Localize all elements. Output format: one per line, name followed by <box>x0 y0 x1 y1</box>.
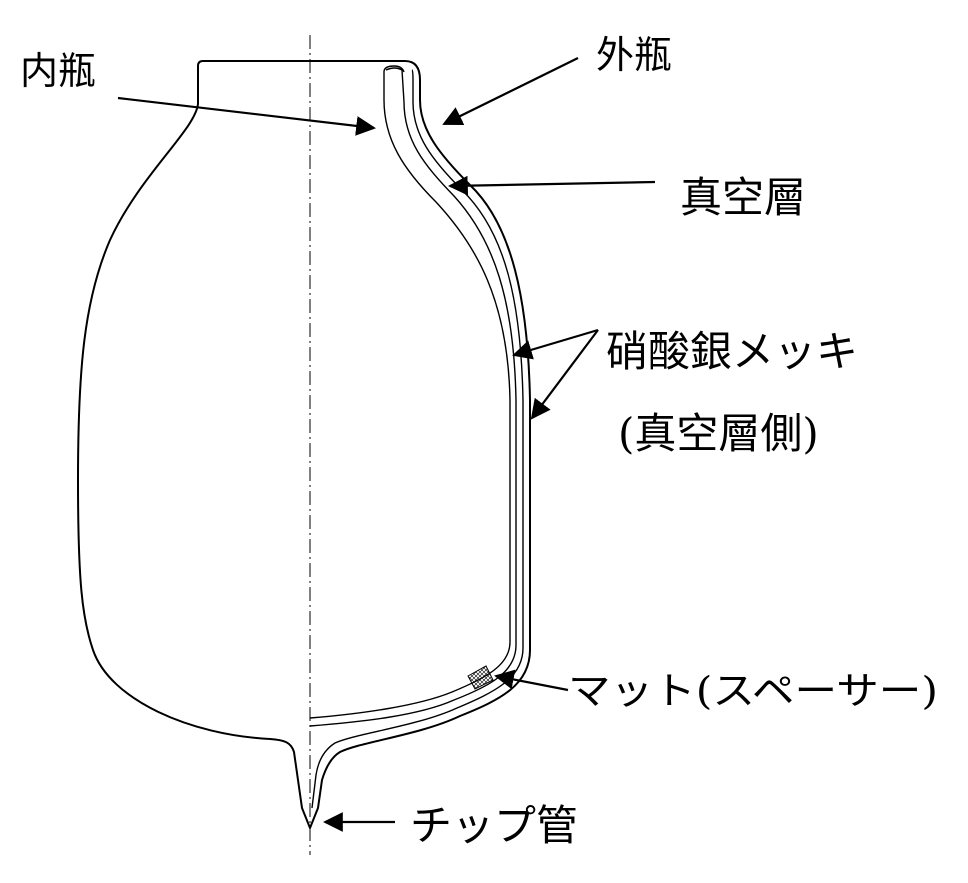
arrow-plating-1 <box>512 328 599 360</box>
label-outer-bottle: 外瓶 <box>596 33 672 77</box>
arrow-outer-bottle <box>442 57 579 126</box>
outer-bottle-inner-surface <box>311 69 524 809</box>
label-tip-tube: チップ管 <box>410 801 578 850</box>
label-vacuum-layer: 真空層 <box>680 173 806 222</box>
mat-spacer <box>467 665 494 690</box>
arrow-vacuum-layer <box>448 175 656 196</box>
label-mat-spacer: マット(スペーサー) <box>568 669 938 713</box>
label-vacuum-side: (真空層側) <box>618 409 819 458</box>
inner-bottle-outer-surface <box>309 67 517 727</box>
bottle-lip <box>383 65 405 73</box>
arrow-inner-bottle <box>117 96 376 136</box>
inner-bottle-inner-surface <box>309 72 511 719</box>
label-inner-bottle: 内瓶 <box>20 49 96 93</box>
arrow-mat-spacer <box>494 669 569 692</box>
arrow-plating-2 <box>530 329 599 420</box>
outer-bottle-outline <box>77 60 531 829</box>
label-silver-plating: 硝酸銀メッキ <box>606 327 858 376</box>
